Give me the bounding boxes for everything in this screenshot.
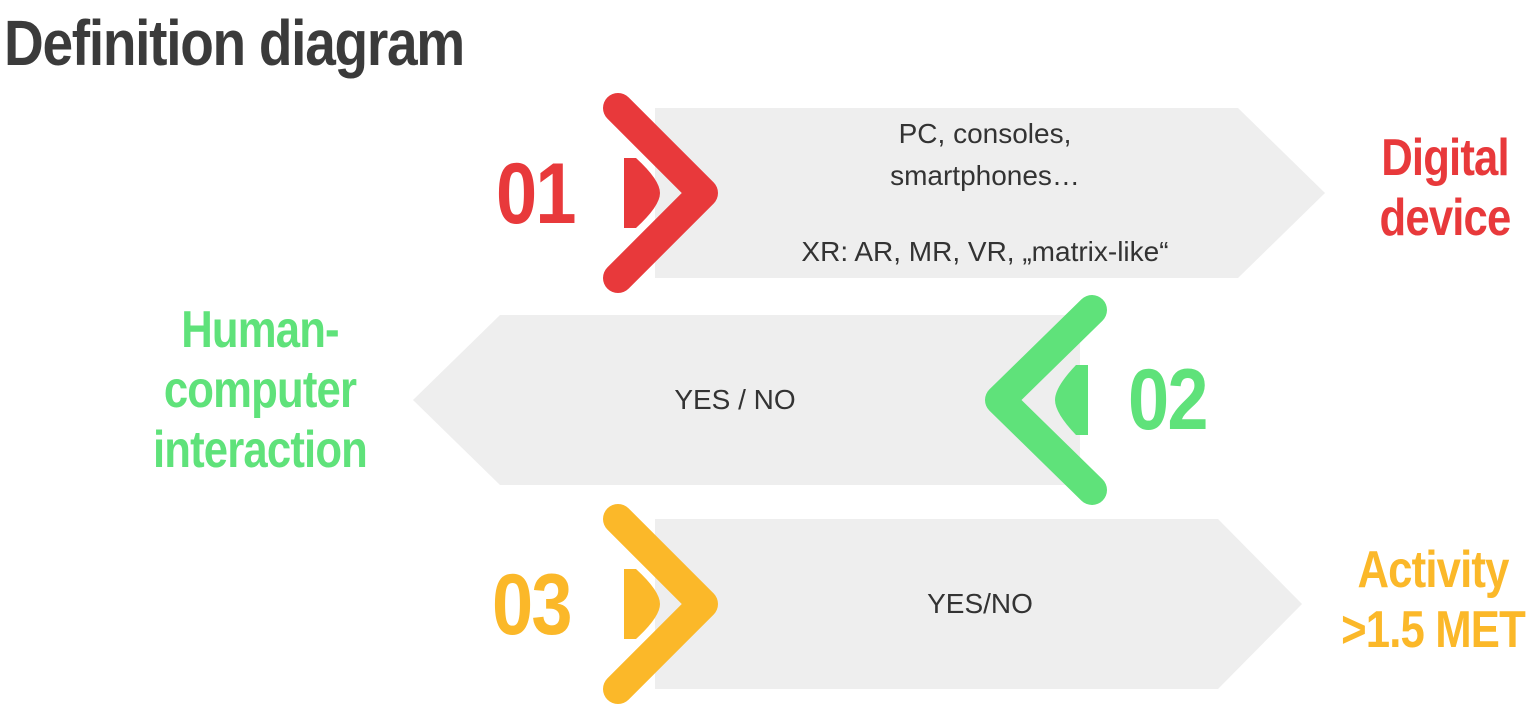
step-03-label: Activity >1.5 MET <box>1336 540 1529 660</box>
step-02-text: YES / NO <box>674 384 796 415</box>
step-03-label-line: >1.5 MET <box>1341 601 1526 659</box>
step-01-label-line: Digital <box>1381 129 1509 187</box>
band-step-03 <box>655 519 1302 689</box>
step-01-text-line: smartphones… <box>890 160 1080 191</box>
step-02-number: 02 <box>1128 352 1209 448</box>
step-01-number: 01 <box>496 146 577 242</box>
triangle-marker-icon <box>624 569 660 639</box>
triangle-marker-icon <box>624 158 660 228</box>
step-01-label-line: device <box>1379 189 1512 247</box>
step-03-number: 03 <box>492 557 573 653</box>
step-01-examples: PC, consoles, smartphones… XR: AR, MR, V… <box>770 113 1200 273</box>
step-02-label-line: interaction <box>152 421 368 479</box>
page-title: Definition diagram <box>4 7 465 79</box>
step-01-label: Digital device <box>1353 128 1535 248</box>
chevron-right-icon <box>603 504 718 704</box>
step-03-text: YES/NO <box>927 588 1033 619</box>
triangle-marker-icon <box>1055 365 1088 435</box>
band-step-02 <box>413 315 1080 485</box>
step-02-label-line: computer <box>163 361 357 419</box>
step-01-text-line: XR: AR, MR, VR, „matrix-like“ <box>801 236 1169 267</box>
step-01-text-line: PC, consoles, <box>898 118 1072 149</box>
chevron-left-icon <box>985 295 1107 505</box>
step-02-label-line: Human- <box>181 301 339 359</box>
step-02-label: Human- computer interaction <box>142 300 377 480</box>
chevron-right-icon <box>603 93 718 293</box>
band-step-01 <box>655 108 1325 278</box>
step-03-label-line: Activity <box>1357 541 1509 599</box>
